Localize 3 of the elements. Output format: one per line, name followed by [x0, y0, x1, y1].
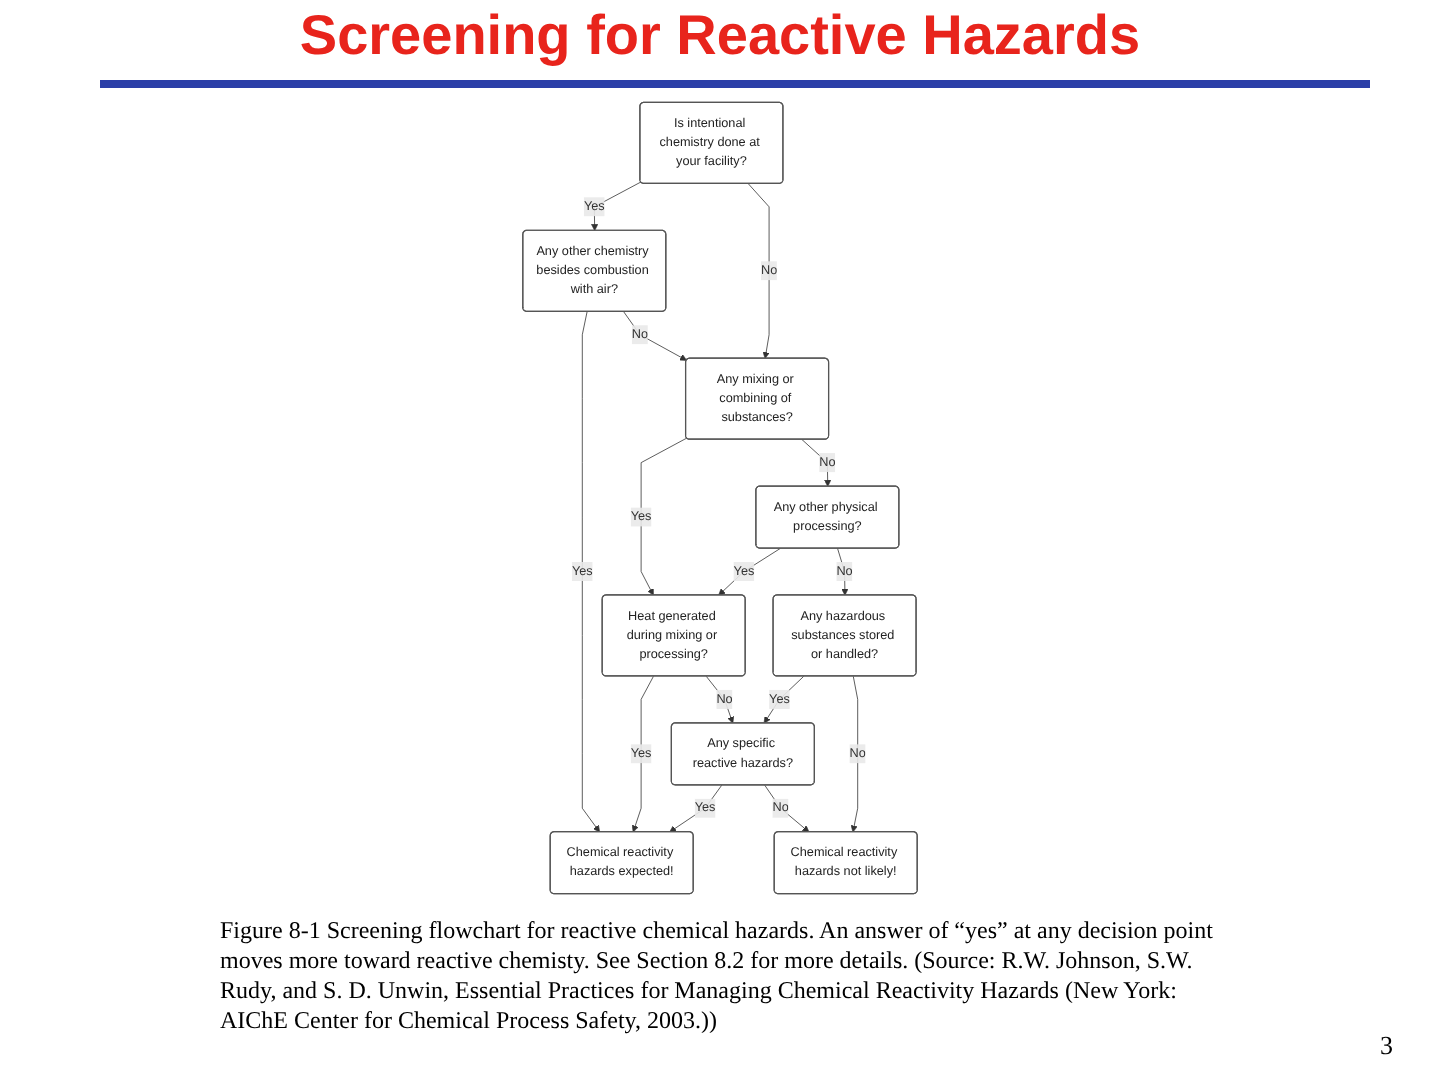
figure-caption: Figure 8-1 Screening flowchart for reactive chemical hazards. An answer of “yes” at any decision point moves more toward reactive chemisty. See Section 8.2 for more details. (Source: R.W. Johnson, S.W. Rudy, and S. D. Unwin, Essential Practices for Managing Chemical Reactivity Hazards (New York: AIChE Center for Chemical Process Safety, 2003.)) [220, 916, 1215, 1036]
page-number: 3 [1380, 1030, 1393, 1062]
title: Screening for Reactive Hazards [297, 4, 1143, 68]
